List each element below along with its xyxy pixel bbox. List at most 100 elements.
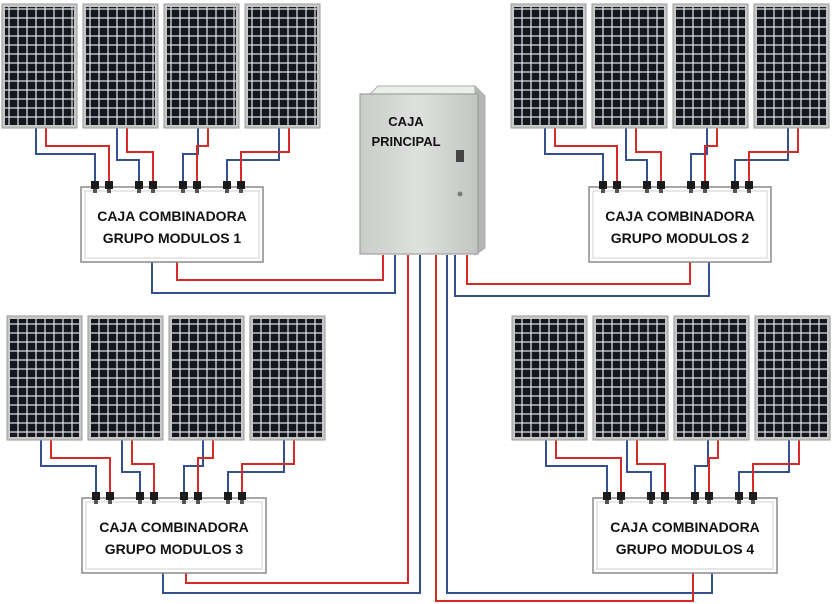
mc4-connector-icon [749, 492, 757, 500]
gland-icon [733, 189, 737, 193]
module-group-1: CAJA COMBINADORA GRUPO MODULOS 1 [1, 3, 321, 263]
solar-panel-cells [676, 7, 745, 125]
mc4-connector-icon [731, 181, 739, 189]
panel-negative-lead [40, 440, 97, 492]
group3-positive-feed [185, 255, 409, 584]
panel-negative-lead [625, 128, 648, 181]
panel-positive-lead [554, 128, 618, 181]
solar-panel-cells [515, 319, 584, 437]
mc4-connector-icon [237, 181, 245, 189]
solar-panel-cells [758, 319, 827, 437]
mc4-connector-icon [691, 492, 699, 500]
solar-panel-cells [596, 319, 665, 437]
mc4-connector-icon [661, 492, 669, 500]
panel-positive-lead [635, 128, 662, 181]
mc4-connector-icon [136, 492, 144, 500]
solar-panel-cells [595, 7, 664, 125]
solar-panel-cells [167, 7, 236, 125]
mc4-connector-icon [223, 181, 231, 189]
combiner-label-line1: CAJA COMBINADORA [610, 519, 760, 535]
panel-positive-lead [50, 440, 111, 492]
gland-icon [693, 500, 697, 504]
panel-negative-lead [690, 128, 708, 181]
group2-positive-feed [466, 255, 691, 285]
group1-positive-feed [176, 255, 384, 281]
panel-positive-lead [555, 440, 622, 492]
combiner-label-line1: CAJA COMBINADORA [605, 208, 755, 224]
gland-icon [659, 189, 663, 193]
group2-negative-feed [454, 255, 710, 297]
gland-icon [649, 500, 653, 504]
panel-positive-lead [197, 440, 214, 492]
mc4-connector-icon [150, 492, 158, 500]
mc4-connector-icon [735, 492, 743, 500]
panel-negative-lead [544, 128, 604, 181]
mc4-connector-icon [193, 181, 201, 189]
gland-icon [689, 189, 693, 193]
mc4-connector-icon [599, 181, 607, 189]
panel-positive-lead [131, 440, 155, 492]
gland-icon [239, 189, 243, 193]
panel-positive-lead [45, 128, 110, 181]
combiner-box [80, 186, 264, 263]
solar-panel-cells [253, 319, 322, 437]
mc4-connector-icon [643, 181, 651, 189]
mc4-connector-icon [149, 181, 157, 189]
combiner-label-line1: CAJA COMBINADORA [97, 208, 247, 224]
mc4-connector-icon [135, 181, 143, 189]
panel-negative-lead [227, 440, 285, 492]
solar-panel-cells [5, 7, 74, 125]
gland-icon [137, 189, 141, 193]
gland-icon [225, 189, 229, 193]
panel-negative-lead [183, 440, 204, 492]
gland-icon [601, 189, 605, 193]
gland-icon [195, 189, 199, 193]
mc4-connector-icon [647, 492, 655, 500]
gland-icon [182, 500, 186, 504]
gland-icon [747, 189, 751, 193]
gland-icon [707, 500, 711, 504]
panel-positive-lead [126, 128, 154, 181]
mc4-connector-icon [92, 492, 100, 500]
main-enclosure: CAJA PRINCIPAL [359, 84, 486, 256]
group4-positive-feed [435, 255, 694, 602]
panel-negative-lead [182, 128, 199, 181]
gland-icon [703, 189, 707, 193]
panel-positive-lead [708, 440, 719, 492]
mc4-connector-icon [701, 181, 709, 189]
combiner-label-line1: CAJA COMBINADORA [99, 519, 249, 535]
hinge-bolt-icon [457, 191, 463, 197]
panel-negative-lead [121, 440, 141, 492]
mc4-connector-icon [180, 492, 188, 500]
gland-icon [226, 500, 230, 504]
gland-icon [751, 500, 755, 504]
gland-icon [93, 189, 97, 193]
combiner-box-inner [85, 501, 263, 570]
solar-panel-cells [86, 7, 155, 125]
mc4-connector-icon [687, 181, 695, 189]
mc4-connector-icon [106, 492, 114, 500]
gland-icon [138, 500, 142, 504]
combiner-label-line2: GRUPO MODULOS 1 [103, 230, 242, 246]
main-box-line2: PRINCIPAL [371, 134, 440, 149]
combiner-label-line2: GRUPO MODULOS 4 [616, 541, 755, 557]
panel-positive-lead [240, 128, 290, 181]
panel-positive-lead [748, 128, 799, 181]
mc4-connector-icon [745, 181, 753, 189]
group3-negative-feed [162, 255, 421, 594]
gland-icon [181, 189, 185, 193]
gland-icon [151, 189, 155, 193]
gland-icon [94, 500, 98, 504]
gland-icon [108, 500, 112, 504]
solar-panel-cells [514, 7, 583, 125]
panel-negative-lead [545, 440, 608, 492]
gland-icon [615, 189, 619, 193]
panel-positive-lead [752, 440, 800, 492]
panel-negative-lead [35, 128, 96, 181]
main-feed-wires [151, 255, 713, 602]
combiner-box-inner [596, 501, 774, 570]
gland-icon [619, 500, 623, 504]
